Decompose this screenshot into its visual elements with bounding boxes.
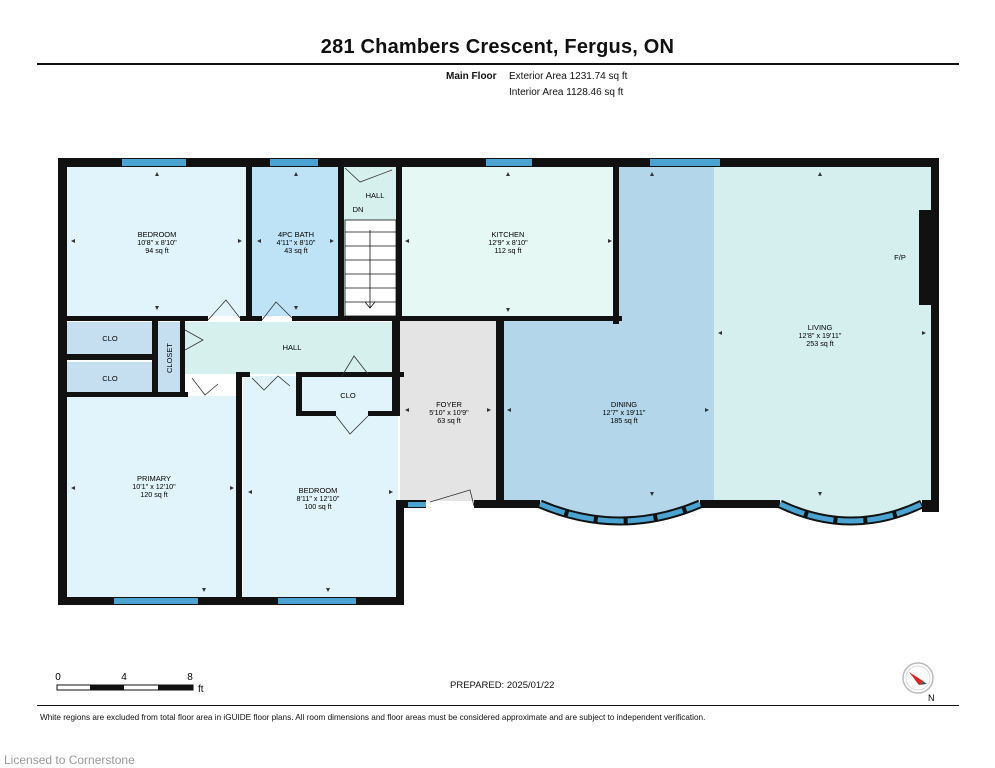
closet-2	[66, 362, 152, 394]
compass-north-label: N	[928, 693, 935, 703]
footer-rule	[37, 705, 959, 706]
area-bedroom-bottom: 100 sq ft	[304, 502, 332, 511]
title-rule	[37, 63, 959, 65]
area-dining: 185 sq ft	[610, 416, 638, 425]
label-fireplace: F/P	[894, 253, 906, 262]
scale-label-4: 4	[121, 672, 127, 683]
bay-window-living	[778, 501, 924, 524]
label-hall-mid: HALL	[283, 343, 302, 352]
area-kitchen: 112 sq ft	[494, 246, 521, 255]
label-primary: PRIMARY	[137, 474, 171, 483]
label-kitchen: KITCHEN	[492, 230, 525, 239]
dims-foyer: 5'10" x 10'9"	[429, 408, 469, 417]
room-primary	[66, 396, 239, 598]
room-dining	[502, 320, 714, 501]
dimension-ticks	[71, 172, 926, 592]
room-hall-mid	[181, 322, 400, 374]
watermark: Licensed to Cornerstone	[4, 753, 135, 767]
area-bath: 43 sq ft	[284, 246, 308, 255]
label-bath: 4PC BATH	[278, 230, 314, 239]
room-foyer	[400, 320, 500, 501]
area-bedroom-top: 94 sq ft	[145, 246, 169, 255]
label-living: LIVING	[808, 323, 833, 332]
dims-living: 12'8" x 19'11"	[799, 331, 842, 340]
scale-unit: ft	[198, 684, 204, 695]
closet-1	[66, 322, 152, 354]
page-title: 281 Chambers Crescent, Fergus, ON	[320, 36, 675, 58]
disclaimer: White regions are excluded from total fl…	[40, 713, 706, 722]
label-clo-1: CLO	[102, 334, 118, 343]
dims-bath: 4'11" x 8'10"	[277, 238, 316, 247]
doors	[184, 167, 475, 507]
room-bath	[252, 166, 340, 316]
windows	[114, 159, 720, 604]
dims-kitchen: 12'9" x 8'10"	[488, 238, 528, 247]
room-living	[714, 166, 932, 501]
prepared-date: PREPARED: 2025/01/22	[450, 680, 555, 691]
room-bedroom-top	[66, 166, 248, 316]
label-stairs-down: DN	[353, 205, 364, 214]
label-bedroom-top: BEDROOM	[138, 230, 177, 239]
dims-bedroom-bottom: 8'11" x 12'10"	[297, 494, 340, 503]
dims-dining: 12'7" x 19'11"	[603, 408, 646, 417]
label-clo-2: CLO	[102, 374, 118, 383]
label-bedroom-bottom: BEDROOM	[299, 486, 338, 495]
label-clo-3: CLO	[340, 391, 356, 400]
stairs	[344, 219, 397, 317]
scale-bar	[56, 684, 194, 691]
label-foyer: FOYER	[436, 400, 462, 409]
label-closet: CLOSET	[165, 343, 174, 373]
dims-bedroom-top: 10'8" x 8'10"	[137, 238, 177, 247]
area-living: 253 sq ft	[806, 339, 834, 348]
area-foyer: 63 sq ft	[437, 416, 461, 425]
interior-area: Interior Area 1128.46 sq ft	[509, 87, 624, 98]
dims-primary: 10'1" x 12'10"	[132, 482, 176, 491]
scale-label-0: 0	[55, 672, 61, 683]
label-dining: DINING	[611, 400, 637, 409]
area-primary: 120 sq ft	[140, 490, 168, 499]
bay-window-dining	[539, 501, 701, 524]
closet-3	[157, 322, 181, 394]
exterior-area: Exterior Area 1231.74 sq ft	[509, 71, 628, 82]
label-hall-top: HALL	[366, 191, 385, 200]
floor-name: Main Floor	[446, 71, 497, 82]
compass-icon	[902, 662, 934, 694]
room-kitchen	[400, 166, 618, 318]
scale-label-8: 8	[187, 672, 193, 683]
